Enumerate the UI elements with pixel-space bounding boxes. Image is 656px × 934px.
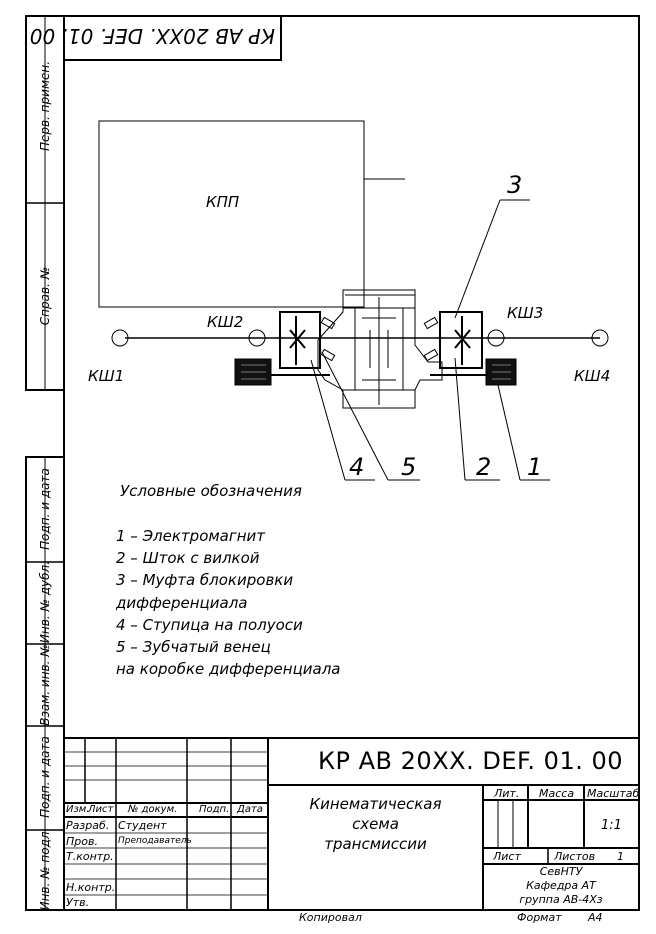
designation: КР АВ 20ХХ. DEF. 01. 00	[318, 747, 624, 775]
checker-name: Преподаватель	[118, 836, 192, 846]
gearbox-block	[98, 120, 365, 308]
callout-3: 3	[507, 171, 523, 199]
label-ksh1: КШ1	[88, 367, 125, 385]
legend-item: 3 – Муфта блокировки	[116, 571, 294, 589]
org-line-1: СевНТУ	[539, 865, 583, 878]
role-nkontr: Н.контр.	[66, 881, 116, 894]
col-header-podp: Подп.	[199, 804, 230, 815]
copied-label: Копировал	[299, 911, 362, 924]
role-utv: Утв.	[66, 896, 90, 909]
callout-2: 2	[476, 453, 492, 481]
legend-item: 5 – Зубчатый венец	[116, 638, 271, 656]
scale-label: Масштаб	[587, 787, 640, 800]
callout-1: 1	[527, 453, 543, 481]
role-prov: Пров.	[66, 835, 98, 848]
label-ksh3: КШ3	[507, 304, 544, 322]
legend-item: дифференциала	[116, 594, 248, 612]
electromagnet-right	[485, 358, 517, 386]
side-label-perv-primen: Перв. примен.	[38, 60, 52, 152]
callout-5: 5	[401, 453, 417, 481]
col-header-list: Лист	[88, 804, 114, 815]
org-line-2: Кафедра АТ	[526, 879, 596, 892]
lit-label: Лит.	[494, 787, 520, 800]
col-header-docum: № докум.	[128, 804, 178, 815]
drawing-name-3: трансмиссии	[324, 835, 427, 853]
side-label-inv-podl: Инв. № подл.	[38, 827, 52, 911]
legend-item: 1 – Электромагнит	[116, 527, 266, 545]
callout-4: 4	[349, 453, 365, 481]
developer-name: Студент	[118, 819, 167, 832]
format-value: А4	[588, 911, 603, 924]
differential-housing	[317, 289, 443, 409]
role-razrab: Разраб.	[66, 819, 110, 832]
sheets-value: 1	[617, 850, 624, 863]
role-tkontr: Т.контр.	[66, 850, 114, 863]
electromagnet-left	[234, 358, 272, 386]
legend-item: на коробке дифференциала	[116, 660, 341, 678]
side-label-sprav-no: Справ. №	[38, 266, 52, 326]
org-line-3: группа АВ-4Хз	[519, 893, 603, 906]
cv-joint-3	[487, 329, 505, 347]
legend-title: Условные обозначения	[120, 482, 302, 500]
stamp-code-rotated: КР АВ 20ХХ. DEF. 01. 00	[29, 24, 275, 48]
cv-joint-2	[248, 329, 266, 347]
cv-joint-1	[111, 329, 129, 347]
cv-joint-4	[591, 329, 609, 347]
col-header-data: Дата	[237, 804, 263, 815]
drawing-name-2: схема	[352, 815, 399, 833]
label-kpp: КПП	[206, 193, 240, 211]
mass-label: Масса	[539, 787, 575, 800]
sheet-label: Лист	[493, 850, 521, 863]
drawing-name-1: Кинематическая	[309, 795, 442, 813]
legend-item: 2 – Шток с вилкой	[116, 549, 260, 567]
sheets-label: Листов	[554, 850, 596, 863]
label-ksh4: КШ4	[574, 367, 611, 385]
legend-item: 4 – Ступица на полуоси	[116, 616, 303, 634]
format-label: Формат	[517, 911, 562, 924]
scale-value: 1:1	[601, 818, 622, 833]
label-ksh2: КШ2	[207, 313, 244, 331]
col-header-izm: Изм.	[66, 804, 90, 815]
